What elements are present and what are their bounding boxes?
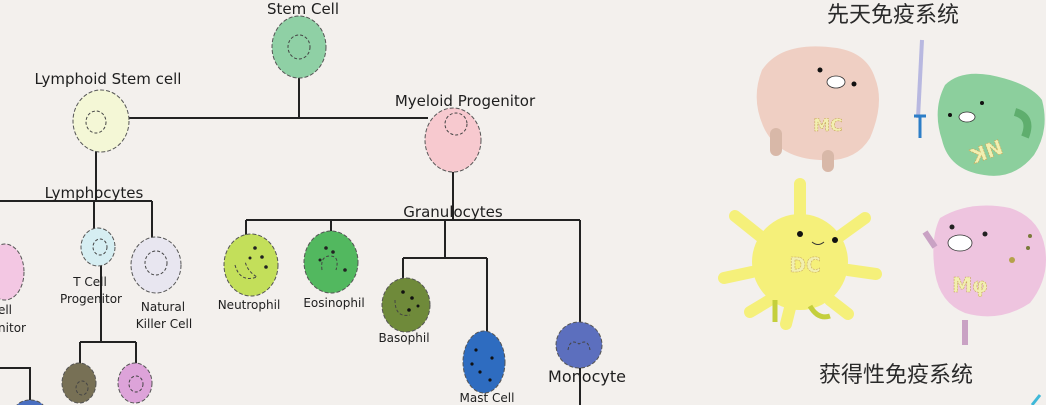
label-granulocytes: Granulocytes xyxy=(403,203,503,221)
myeloid-progenitor-cell xyxy=(424,107,482,173)
lower-cell-blue xyxy=(16,399,44,405)
innate-immune-title: 先天免疫系统 xyxy=(827,3,959,28)
mast-cell-cartoon: MC xyxy=(756,46,879,172)
b-cell-progenitor xyxy=(0,243,25,301)
label-myeloid-progenitor: Myeloid Progenitor xyxy=(395,92,536,110)
label-b-cell-2: nitor xyxy=(0,321,26,335)
label-b-cell-1: ell xyxy=(0,303,12,317)
label-monocyte: Monocyte xyxy=(548,367,626,386)
nk-cell-cartoon: NK xyxy=(914,39,1045,176)
basophil-cell xyxy=(381,277,431,333)
label-t-cell-1: T Cell xyxy=(72,275,107,289)
dc-tag: DC xyxy=(789,253,820,277)
label-eosinophil: Eosinophil xyxy=(303,296,364,310)
eosinophil-cell xyxy=(303,230,359,294)
label-stem-cell: Stem Cell xyxy=(267,0,339,18)
t-cell-progenitor xyxy=(80,227,116,267)
label-lymphocytes: Lymphocytes xyxy=(45,184,144,202)
tree-connectors xyxy=(0,77,581,405)
label-basophil: Basophil xyxy=(378,331,429,345)
adaptive-immune-title: 获得性免疫系统 xyxy=(819,363,973,388)
mc-tag: MC xyxy=(813,116,842,136)
neutrophil-cell xyxy=(223,233,279,297)
lower-cell-olive xyxy=(61,362,97,404)
monocyte-cell xyxy=(555,321,603,369)
dendritic-cell-cartoon: DC xyxy=(718,178,882,330)
label-nk-1: Natural xyxy=(141,300,185,314)
label-mast-cell: Mast Cell xyxy=(460,391,515,405)
natural-killer-cell xyxy=(130,236,182,294)
macrophage-cartoon: Mφ xyxy=(922,205,1046,345)
macrophage-tag: Mφ xyxy=(952,273,988,297)
lymphoid-stem-cell xyxy=(72,89,130,153)
tree-labels: Stem Cell Lymphoid Stem cell Myeloid Pro… xyxy=(0,0,626,405)
label-t-cell-2: Progenitor xyxy=(60,292,122,306)
stem-cell xyxy=(271,15,327,79)
mast-cell xyxy=(462,330,506,394)
label-neutrophil: Neutrophil xyxy=(218,298,281,312)
partial-graphic xyxy=(1030,394,1042,405)
label-lymphoid-stem-cell: Lymphoid Stem cell xyxy=(35,70,182,88)
lower-cell-pink xyxy=(117,362,153,404)
label-nk-2: Killer Cell xyxy=(136,317,192,331)
